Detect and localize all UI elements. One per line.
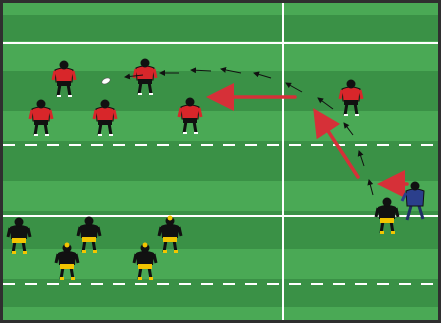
pitch-svg <box>3 3 438 320</box>
pitch-stripes <box>3 3 438 320</box>
